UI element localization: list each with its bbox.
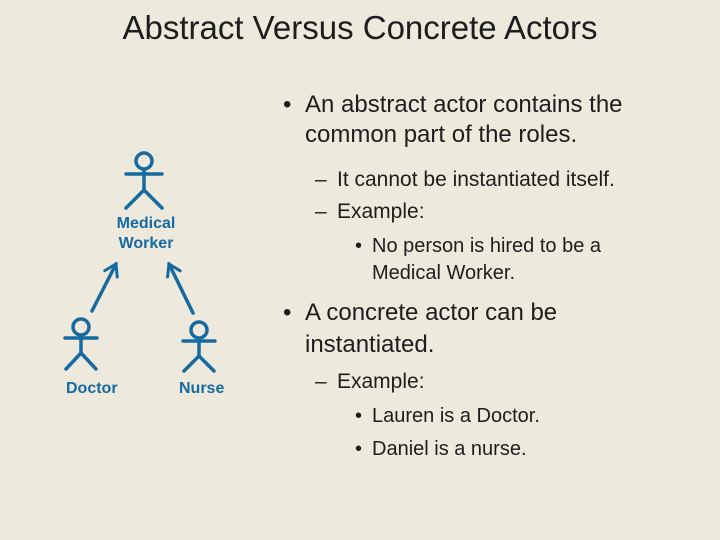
medical-worker-actor-icon [124, 151, 164, 210]
bullet-dot-marker: • [355, 438, 363, 460]
sub-sub-bullet-no-person-line2: Medical Worker. [372, 262, 515, 285]
generalization-arrow-doctor [90, 261, 119, 313]
medical-worker-label: Medical Worker [96, 214, 196, 254]
bullet-text: An abstract actor contains the [305, 91, 623, 118]
dash-marker: – [315, 168, 327, 191]
bullet-text: No person is hired to be a [372, 235, 602, 257]
bullet-text: A concrete actor can be [305, 299, 558, 326]
bullet-text: Example: [337, 200, 425, 223]
nurse-actor-icon [181, 320, 217, 373]
sub-sub-bullet-no-person-line1: • No person is hired to be a [355, 235, 601, 258]
bullet-abstract-actor-line1: • An abstract actor contains the [283, 91, 623, 119]
dash-marker: – [315, 200, 327, 223]
sub-bullet-example-1: –Example: [315, 200, 425, 224]
sub-bullet-cannot-instantiate: –It cannot be instantiated itself. [315, 168, 615, 192]
bullet-concrete-actor-line1: • A concrete actor can be [283, 299, 557, 327]
doctor-actor-icon [63, 317, 99, 371]
generalization-arrow-nurse [166, 261, 195, 315]
bullet-text: It cannot be instantiated itself. [337, 168, 615, 191]
bullet-text: Example: [337, 370, 425, 393]
dash-marker: – [315, 370, 327, 393]
nurse-label: Nurse [179, 380, 225, 397]
bullet-text: Daniel is a nurse. [372, 438, 527, 460]
bullet-text: instantiated. [305, 331, 435, 358]
doctor-label: Doctor [66, 380, 118, 397]
bullet-dot-marker: • [355, 235, 363, 257]
sub-sub-bullet-lauren: • Lauren is a Doctor. [355, 405, 540, 428]
bullet-text: Medical Worker. [372, 262, 516, 284]
bullet-text: common part of the roles. [305, 121, 578, 148]
bullet-dot-marker: • [283, 91, 292, 118]
bullet-concrete-actor-line2: instantiated. [305, 331, 434, 359]
bullet-text: Lauren is a Doctor. [372, 405, 540, 427]
medical-worker-label-line2: Worker [118, 235, 174, 252]
sub-bullet-example-2: –Example: [315, 370, 425, 394]
sub-sub-bullet-daniel: • Daniel is a nurse. [355, 438, 527, 461]
medical-worker-label-line1: Medical [116, 215, 176, 232]
bullet-dot-marker: • [355, 405, 363, 427]
bullet-dot-marker: • [283, 299, 292, 326]
bullet-abstract-actor-line2: common part of the roles. [305, 121, 577, 149]
slide-title: Abstract Versus Concrete Actors [122, 9, 598, 46]
generalization-arrows [90, 261, 195, 315]
